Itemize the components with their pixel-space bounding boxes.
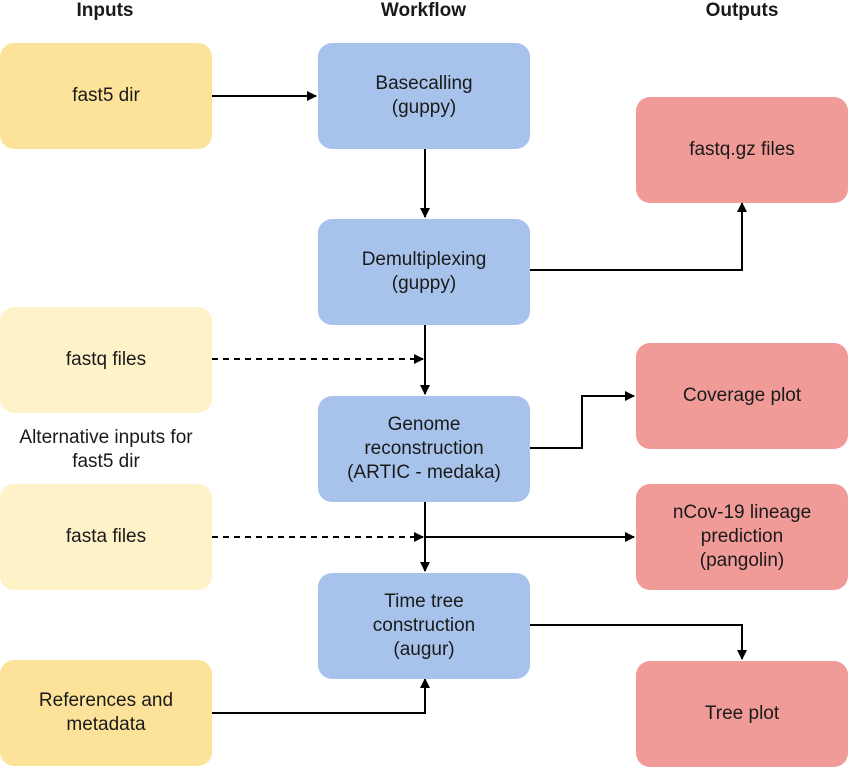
outputs-header: Outputs bbox=[705, 0, 779, 21]
alternative-inputs-line2: fast5 dir bbox=[72, 451, 140, 472]
basecalling-line1: Basecalling bbox=[375, 73, 473, 94]
fastq-files-node: fastq files bbox=[0, 307, 212, 413]
timetree-line1: Time tree bbox=[384, 591, 464, 612]
basecalling-line2: (guppy) bbox=[391, 97, 457, 118]
edge-timetree-to-treeplot bbox=[530, 624, 747, 660]
genome-reconstruction-node: Genome reconstruction (ARTIC - medaka) bbox=[318, 396, 530, 502]
tree-plot-node: Tree plot bbox=[636, 661, 848, 767]
fastq-gz-label: fastq.gz files bbox=[689, 139, 795, 160]
fastq-gz-node: fastq.gz files bbox=[636, 97, 848, 203]
coverage-plot-label: Coverage plot bbox=[682, 385, 802, 406]
basecalling-node: Basecalling (guppy) bbox=[318, 43, 530, 149]
lineage-line3: (pangolin) bbox=[699, 550, 785, 571]
edge-genome-to-coverage bbox=[530, 391, 635, 449]
references-line2: metadata bbox=[66, 714, 146, 735]
fasta-files-node: fasta files bbox=[0, 484, 212, 590]
alternative-inputs-note: Alternative inputs for fast5 dir bbox=[0, 426, 212, 474]
fastq-files-label: fastq files bbox=[65, 349, 147, 370]
genome-line2: reconstruction bbox=[364, 438, 484, 459]
alternative-inputs-line1: Alternative inputs for bbox=[19, 427, 193, 448]
workflow-header: Workflow bbox=[380, 0, 467, 21]
time-tree-node: Time tree construction (augur) bbox=[318, 573, 530, 679]
demultiplexing-line1: Demultiplexing bbox=[361, 249, 487, 270]
genome-line3: (ARTIC - medaka) bbox=[347, 462, 501, 483]
lineage-prediction-node: nCov-19 lineage prediction (pangolin) bbox=[636, 484, 848, 590]
demultiplexing-line2: (guppy) bbox=[391, 273, 457, 294]
edge-refs-to-timetree bbox=[212, 678, 430, 714]
lineage-line1: nCov-19 lineage bbox=[672, 502, 812, 523]
timetree-line2: construction bbox=[372, 615, 476, 636]
references-line1: References and bbox=[38, 690, 174, 711]
genome-line1: Genome bbox=[387, 414, 461, 435]
references-metadata-node: References and metadata bbox=[0, 660, 212, 766]
demultiplexing-node: Demultiplexing (guppy) bbox=[318, 219, 530, 325]
inputs-header: Inputs bbox=[76, 0, 134, 21]
fast5-dir-node: fast5 dir bbox=[0, 43, 212, 149]
tree-plot-label: Tree plot bbox=[704, 703, 780, 724]
fasta-files-label: fasta files bbox=[65, 526, 147, 547]
lineage-line2: prediction bbox=[700, 526, 784, 547]
fast5-dir-label: fast5 dir bbox=[72, 85, 140, 106]
edge-demux-to-fastqgz bbox=[530, 202, 747, 271]
timetree-line3: (augur) bbox=[393, 639, 455, 660]
coverage-plot-node: Coverage plot bbox=[636, 343, 848, 449]
